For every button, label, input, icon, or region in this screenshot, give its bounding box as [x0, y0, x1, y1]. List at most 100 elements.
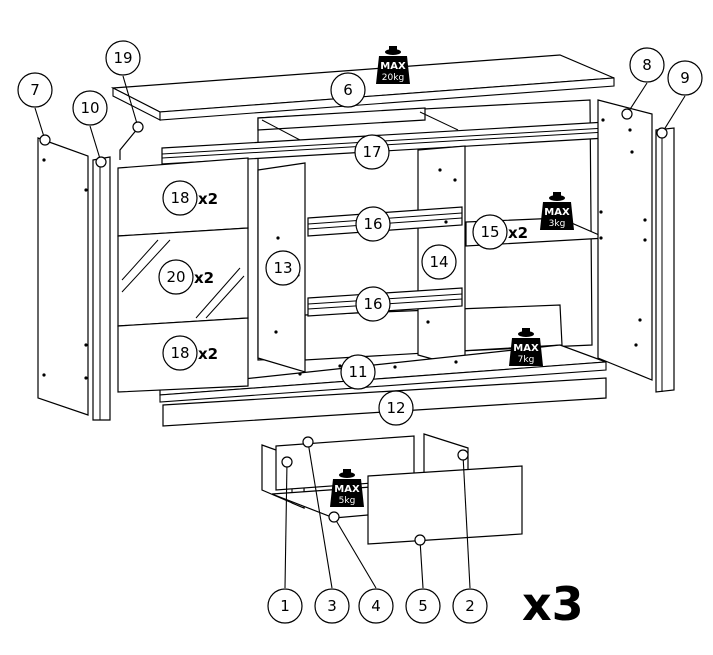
callout-part-p15: 15: [472, 214, 508, 250]
hole: [638, 318, 642, 322]
callout-part-p6: 6: [330, 72, 366, 108]
rear-top-rail: [257, 107, 426, 131]
hole: [601, 118, 605, 122]
hole: [628, 128, 632, 132]
leader-line: [661, 95, 686, 134]
max-label: MAX: [380, 61, 406, 72]
hole: [599, 210, 603, 214]
leader-line: [89, 125, 102, 163]
leader-line: [419, 539, 424, 589]
callout-part-p13: 13: [265, 250, 301, 286]
hole: [42, 158, 46, 162]
part-number: 8: [642, 56, 652, 74]
callout-part-p16b: 16: [355, 286, 391, 322]
callout-part-p9: 9: [656, 60, 703, 139]
part-number: 14: [429, 253, 448, 271]
callout-part-p7: 7: [17, 72, 53, 146]
callout-circle: [421, 244, 457, 280]
leader-dot: [328, 511, 340, 523]
glass-hatch-3: [195, 267, 241, 319]
part-number: 1: [280, 597, 290, 615]
load-label: 7kg: [518, 355, 535, 365]
part-number: 4: [371, 597, 381, 615]
hole: [634, 343, 638, 347]
leader-dot: [132, 121, 144, 133]
callout-part-p17: 17: [354, 134, 390, 170]
drawer-front: [367, 465, 523, 545]
callout-circle: [314, 588, 350, 624]
leader-line: [462, 454, 471, 589]
hole: [643, 238, 647, 242]
quantity-p18a: x2: [198, 190, 218, 208]
glass-hatch-2: [121, 239, 171, 293]
callout-part-p11: 11: [340, 354, 376, 390]
quantity-p18b: x2: [198, 345, 218, 363]
callout-circle: [354, 134, 390, 170]
callout-part-p12: 12: [378, 390, 414, 426]
glass-hatch-1: [121, 239, 159, 281]
callout-part-p14: 14: [421, 244, 457, 280]
callout-circle: [17, 72, 53, 108]
hole: [599, 236, 603, 240]
hole: [426, 320, 430, 324]
callout-circle: [265, 250, 301, 286]
part-number: 10: [80, 99, 99, 117]
left-front-edge: [92, 156, 111, 421]
load-label: 5kg: [339, 496, 356, 506]
part-number: 15: [480, 223, 499, 241]
part-number: 7: [30, 81, 40, 99]
callout-circle: [629, 47, 665, 83]
part-number: 5: [418, 597, 428, 615]
leader-dot: [414, 534, 426, 546]
quantity-p20: x2: [194, 269, 214, 287]
hole: [454, 360, 458, 364]
right-side-panel: [597, 99, 653, 381]
hole: [338, 364, 342, 368]
callout-circle: [452, 588, 488, 624]
part-number: 6: [343, 81, 353, 99]
hole: [630, 150, 634, 154]
callout-circle: [355, 286, 391, 322]
leader-dot: [95, 156, 107, 168]
callout-circle: [405, 588, 441, 624]
callout-part-p3: 3: [302, 436, 350, 624]
leader-dot: [302, 436, 314, 448]
callout-part-p8: 8: [621, 47, 665, 120]
callout-circle: [330, 72, 366, 108]
callout-part-p1: 1: [267, 456, 303, 624]
callout-circle: [355, 206, 391, 242]
hole: [84, 376, 88, 380]
part-number: 17: [362, 143, 381, 161]
callout-circle: [267, 588, 303, 624]
frame-corner: [119, 127, 139, 160]
dowel-holes: [42, 118, 647, 380]
max-label: MAX: [544, 207, 570, 218]
left-side-panel: [37, 137, 89, 416]
leader-dot: [656, 127, 668, 139]
callout-part-p19: 19: [105, 40, 144, 133]
right-front-edge: [655, 127, 675, 393]
callout-part-p5: 5: [405, 534, 441, 624]
quantity-p15: x2: [508, 224, 528, 242]
top-panel-side-edge: [159, 77, 615, 121]
callout-part-p4: 4: [328, 511, 394, 624]
callout-part-p20: 20: [158, 259, 194, 295]
max-label: MAX: [513, 343, 539, 354]
hole: [643, 218, 647, 222]
hole: [298, 372, 302, 376]
part-number: 19: [113, 49, 132, 67]
callout-circle: [358, 588, 394, 624]
leader-dot: [281, 456, 293, 468]
callout-part-p10: 10: [72, 90, 108, 168]
rail-brace-right: [419, 111, 459, 131]
callout-circle: [72, 90, 108, 126]
callout-circle: [667, 60, 703, 96]
callout-part-p18a: 18: [162, 180, 198, 216]
load-label: 3kg: [549, 219, 566, 229]
hole: [438, 168, 442, 172]
